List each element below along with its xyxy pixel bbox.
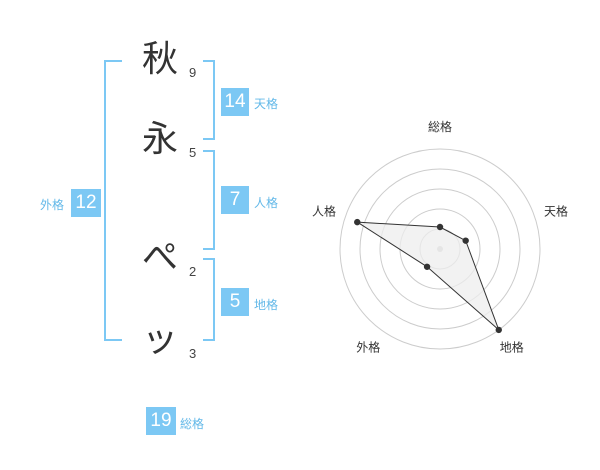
- gaikaku-bracket: [104, 60, 122, 341]
- radar-point-1: [436, 223, 444, 231]
- name-char-4: ッ: [141, 319, 178, 360]
- radar-ring-5: [339, 148, 541, 350]
- radar-point-2: [462, 237, 469, 244]
- gaikaku-label: 外格: [40, 198, 65, 212]
- radar-ring-3: [379, 188, 501, 310]
- chikaku-label: 地格: [254, 298, 279, 312]
- stroke-count-2: 5: [189, 145, 197, 160]
- jinkaku-label: 人格: [254, 196, 279, 210]
- radar-area: [355, 221, 500, 331]
- radar-axis-label-1: 総格: [428, 119, 452, 134]
- radar-point-4: [423, 263, 431, 270]
- radar-point-5: [354, 218, 361, 226]
- name-char-1: 秋: [141, 39, 178, 80]
- radar-ring-4: [359, 168, 521, 330]
- jinkaku-badge: 7: [221, 186, 249, 214]
- jinkaku-bracket: [203, 150, 215, 250]
- tenkaku-bracket: [203, 60, 215, 140]
- radar-axis-label-2: 天格: [544, 203, 568, 218]
- radar-axis-label-4: 外格: [356, 340, 380, 355]
- radar-axis-label-5: 人格: [312, 203, 336, 218]
- soukaku-label: 総格: [180, 417, 205, 431]
- soukaku-badge: 19: [146, 407, 176, 435]
- name-char-3: ぺ: [141, 237, 178, 278]
- stroke-count-1: 9: [189, 65, 197, 80]
- radar-points: [354, 218, 502, 334]
- stroke-count-3: 2: [189, 264, 197, 279]
- gaikaku-badge: 12: [71, 189, 101, 217]
- radar-point-3: [495, 326, 502, 334]
- radar-axis-label-3: 地格: [500, 340, 524, 355]
- chikaku-badge: 5: [221, 288, 249, 316]
- stroke-count-4: 3: [189, 346, 197, 361]
- tenkaku-badge: 14: [221, 88, 249, 116]
- tenkaku-label: 天格: [254, 97, 279, 111]
- name-char-2: 永: [141, 119, 178, 160]
- chikaku-bracket: [203, 258, 215, 341]
